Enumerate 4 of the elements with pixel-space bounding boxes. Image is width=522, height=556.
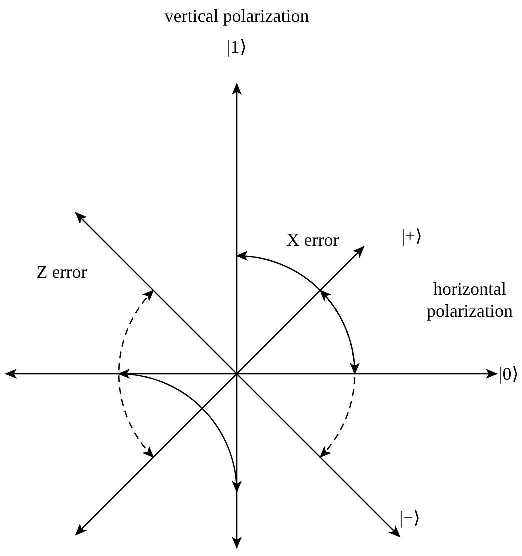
state-label: |1⟩ bbox=[226, 36, 248, 58]
state-label: |−⟩ bbox=[398, 507, 422, 529]
state-label: |+⟩ bbox=[400, 225, 424, 247]
state-label: |0⟩ bbox=[498, 363, 520, 385]
